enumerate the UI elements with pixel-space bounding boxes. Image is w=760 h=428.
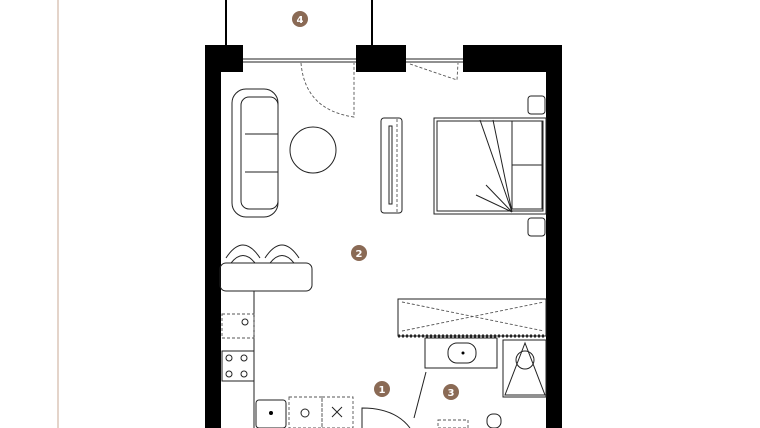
room-label-1: 1 bbox=[374, 381, 390, 397]
svg-text:3: 3 bbox=[448, 388, 455, 399]
bathroom bbox=[413, 337, 547, 428]
bar-counter bbox=[219, 244, 313, 292]
walls bbox=[205, 45, 562, 428]
wardrobe bbox=[397, 298, 547, 338]
svg-text:1: 1 bbox=[379, 385, 386, 396]
svg-text:2: 2 bbox=[356, 249, 363, 260]
room-label-4: 4 bbox=[292, 11, 308, 27]
bed bbox=[433, 95, 547, 237]
entry-door bbox=[361, 407, 411, 428]
coffee-table bbox=[289, 126, 337, 174]
svg-text:4: 4 bbox=[297, 15, 304, 26]
balcony bbox=[225, 0, 373, 46]
kitchen bbox=[221, 291, 354, 428]
sofa bbox=[231, 88, 279, 218]
room-label-2: 2 bbox=[351, 245, 367, 261]
windows bbox=[243, 58, 463, 118]
tv-cabinet bbox=[380, 117, 403, 214]
room-label-3: 3 bbox=[443, 384, 459, 400]
